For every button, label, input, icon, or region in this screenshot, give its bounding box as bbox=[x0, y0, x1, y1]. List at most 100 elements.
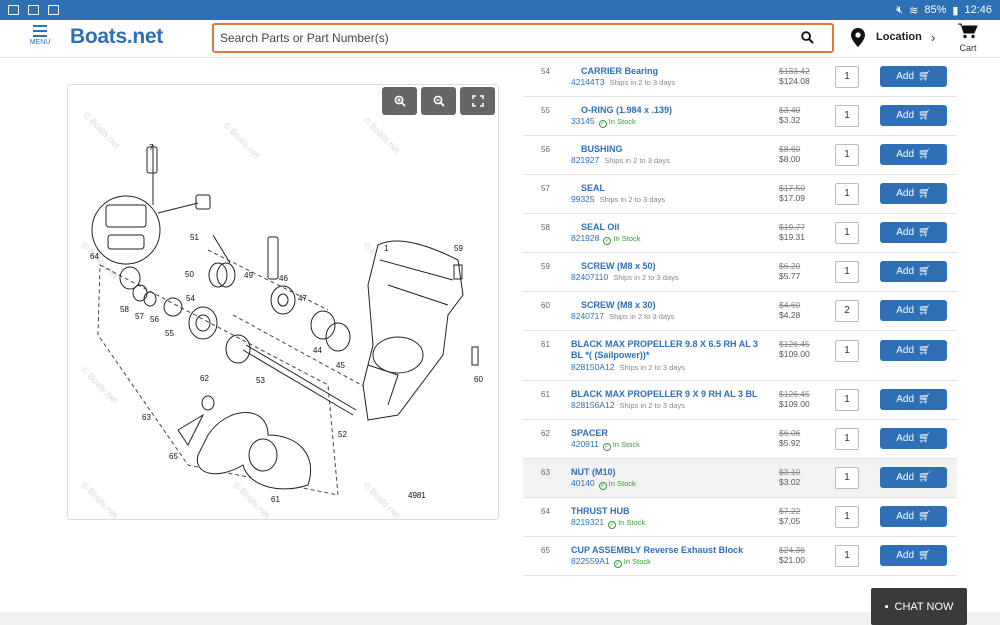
callout-59: 59 bbox=[454, 244, 463, 253]
check-circle-icon: ✓ bbox=[598, 482, 607, 490]
add-to-cart-button[interactable]: Add🛒︎ bbox=[880, 340, 947, 361]
search-bar bbox=[212, 23, 834, 53]
quantity-input[interactable]: 1 bbox=[835, 340, 859, 362]
part-name-link[interactable]: SCREW (M8 x 30) bbox=[581, 300, 656, 310]
list-price: $7.22 bbox=[779, 506, 801, 516]
add-to-cart-button[interactable]: Add🛒︎ bbox=[880, 183, 947, 204]
availability: Ships in 2 to 3 days bbox=[619, 363, 685, 372]
hamburger-icon bbox=[33, 25, 47, 37]
zoom-out-button[interactable] bbox=[421, 87, 456, 115]
part-name-link[interactable]: SEAL bbox=[581, 183, 606, 193]
add-to-cart-button[interactable]: Add🛒︎ bbox=[880, 261, 947, 282]
location-pin-icon[interactable] bbox=[851, 28, 865, 47]
quantity-input[interactable]: 1 bbox=[835, 222, 859, 244]
quantity-input[interactable]: 2 bbox=[835, 300, 859, 322]
part-number-link[interactable]: 8219321 bbox=[571, 517, 605, 527]
part-number-link[interactable]: 99325 bbox=[571, 194, 595, 204]
menu-button[interactable]: MENU bbox=[26, 25, 54, 46]
availability: Ships in 2 to 3 days bbox=[613, 273, 679, 282]
part-name-link[interactable]: BLACK MAX PROPELLER 9.8 X 6.5 RH AL 3 BL… bbox=[571, 339, 759, 360]
availability: ✓In Stock bbox=[598, 117, 636, 128]
part-name-link[interactable]: NUT (M10) bbox=[571, 467, 616, 477]
quantity-input[interactable]: 1 bbox=[835, 428, 859, 450]
part-ref-number: 57 bbox=[541, 184, 550, 193]
part-name-link[interactable]: SPACER bbox=[571, 428, 608, 438]
cart-icon: 🛒︎ bbox=[918, 71, 931, 82]
chat-now-button[interactable]: ▪ CHAT NOW bbox=[871, 588, 967, 625]
part-number-link[interactable]: 420911 bbox=[571, 439, 599, 449]
quantity-input[interactable]: 1 bbox=[835, 261, 859, 283]
add-label: Add bbox=[896, 71, 915, 82]
availability: Ships in 2 to 3 days bbox=[599, 195, 666, 204]
search-icon[interactable] bbox=[801, 31, 814, 44]
part-name-link[interactable]: O-RING (1.984 x .139) bbox=[581, 105, 673, 115]
add-to-cart-button[interactable]: Add🛒︎ bbox=[880, 467, 947, 488]
part-number-link[interactable]: 8240717 bbox=[571, 311, 605, 321]
availability: Ships in 2 to 3 days bbox=[609, 78, 676, 87]
search-input[interactable] bbox=[214, 25, 774, 51]
part-number-link[interactable]: 33145 bbox=[571, 116, 595, 126]
fullscreen-button[interactable] bbox=[460, 87, 495, 115]
callout-7: 7 bbox=[149, 143, 154, 152]
quantity-input[interactable]: 1 bbox=[835, 144, 859, 166]
part-number-link[interactable]: 821928 bbox=[571, 233, 600, 243]
check-circle-icon: ✓ bbox=[608, 521, 617, 529]
part-name-link[interactable]: SEAL Oil bbox=[581, 222, 620, 232]
add-to-cart-button[interactable]: Add🛒︎ bbox=[880, 144, 947, 165]
part-number-link[interactable]: 822559A1 bbox=[571, 556, 610, 566]
quantity-input[interactable]: 1 bbox=[835, 66, 859, 88]
part-name-link[interactable]: BUSHING bbox=[581, 144, 623, 154]
add-to-cart-button[interactable]: Add🛒︎ bbox=[880, 389, 947, 410]
cart-button[interactable]: Cart bbox=[957, 23, 979, 53]
add-to-cart-button[interactable]: Add🛒︎ bbox=[880, 105, 947, 126]
part-name-link[interactable]: CUP ASSEMBLY Reverse Exhaust Block bbox=[571, 545, 744, 555]
zoom-in-button[interactable] bbox=[382, 87, 417, 115]
add-to-cart-button[interactable]: Add🛒︎ bbox=[880, 428, 947, 449]
add-to-cart-button[interactable]: Add🛒︎ bbox=[880, 545, 947, 566]
sale-price: $7.05 bbox=[779, 516, 801, 526]
add-to-cart-button[interactable]: Add🛒︎ bbox=[880, 66, 947, 87]
part-number-link[interactable]: 828156A12 bbox=[571, 400, 615, 410]
quantity-input[interactable]: 1 bbox=[835, 467, 859, 489]
part-number-link[interactable]: 828150A12 bbox=[571, 362, 615, 372]
cart-icon: 🛒︎ bbox=[918, 511, 931, 522]
part-ref-number: 56 bbox=[541, 145, 550, 154]
add-label: Add bbox=[896, 305, 915, 316]
part-name-link[interactable]: SCREW (M8 x 50) bbox=[581, 261, 656, 271]
sale-price: $8.00 bbox=[779, 154, 801, 164]
quantity-input[interactable]: 1 bbox=[835, 105, 859, 127]
part-number-link[interactable]: 40140 bbox=[571, 478, 595, 488]
list-price: $24.36 bbox=[779, 545, 805, 555]
list-price: $4.60 bbox=[779, 300, 801, 310]
part-name-link[interactable]: THRUST HUB bbox=[571, 506, 630, 516]
part-name-link[interactable]: CARRIER Bearing bbox=[581, 66, 659, 76]
mute-icon: 🔇︎ bbox=[896, 3, 904, 16]
part-number-link[interactable]: 821927 bbox=[571, 155, 600, 165]
cart-label: Cart bbox=[959, 43, 977, 53]
site-header: MENU Boats.net Location › Cart bbox=[0, 20, 1000, 58]
quantity-input[interactable]: 1 bbox=[835, 183, 859, 205]
cart-icon: 🛒︎ bbox=[918, 266, 931, 277]
chevron-right-icon[interactable]: › bbox=[931, 30, 936, 45]
exploded-view-drawing bbox=[91, 145, 479, 496]
add-to-cart-button[interactable]: Add🛒︎ bbox=[880, 222, 947, 243]
list-price: $6.20 bbox=[779, 261, 801, 271]
quantity-input[interactable]: 1 bbox=[835, 506, 859, 528]
cart-icon: 🛒︎ bbox=[918, 110, 931, 121]
gallery-icon bbox=[48, 5, 59, 15]
quantity-input[interactable]: 1 bbox=[835, 545, 859, 567]
location-label[interactable]: Location bbox=[876, 31, 922, 43]
quantity-input[interactable]: 1 bbox=[835, 389, 859, 411]
callout-65: 65 bbox=[169, 452, 178, 461]
part-number-link[interactable]: 42144T3 bbox=[571, 77, 605, 87]
site-logo[interactable]: Boats.net bbox=[70, 25, 163, 48]
add-to-cart-button[interactable]: Add🛒︎ bbox=[880, 300, 947, 321]
part-number-link[interactable]: 82407110 bbox=[571, 272, 609, 282]
sale-price: $17.09 bbox=[779, 193, 805, 203]
part-name-link[interactable]: BLACK MAX PROPELLER 9 X 9 RH AL 3 BL bbox=[571, 389, 758, 399]
diagram-controls bbox=[382, 87, 495, 115]
parts-diagram[interactable]: © Boats.net © Boats.net © Boats.net © Bo… bbox=[67, 84, 499, 520]
add-to-cart-button[interactable]: Add🛒︎ bbox=[880, 506, 947, 527]
part-ref-number: 55 bbox=[541, 106, 550, 115]
